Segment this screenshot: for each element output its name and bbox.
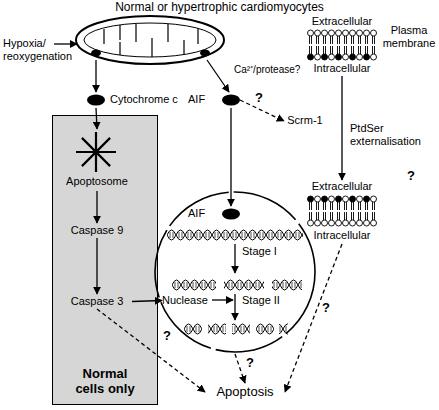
edge-label: ? <box>255 90 269 105</box>
mechanism-label: Ca²⁺/protease? <box>234 64 324 76</box>
node-text: Extracellular <box>297 180 387 193</box>
node-text: Normal cells only <box>67 366 143 396</box>
pathway-arrow <box>96 191 97 223</box>
inner-membrane <box>84 23 216 57</box>
pathway-arrow <box>132 301 162 302</box>
enzyme-label: Caspase 3 <box>62 294 132 309</box>
node-text: Extracellular <box>304 15 380 28</box>
node-text: Nuclease <box>162 294 212 307</box>
dna-stage1 <box>172 279 302 291</box>
dna-fragment <box>224 279 264 291</box>
pathway-arrow <box>96 238 97 294</box>
lipid-bilayer-fill <box>307 195 377 227</box>
node-text: AIF <box>188 93 220 106</box>
node-text: Stage I <box>242 245 302 258</box>
membrane-panel: ExtracellularIntracellularPlasma membran… <box>296 14 436 76</box>
cristae <box>104 24 198 57</box>
enzyme-label: Nuclease <box>162 293 212 308</box>
protein-label: Scrm-1 <box>284 113 326 129</box>
dna-fragment <box>279 323 288 335</box>
protein-dot <box>222 209 240 220</box>
node-text: Cytochrome c <box>110 93 181 106</box>
nuclease-arrow <box>212 299 233 300</box>
stimulus-arrow <box>54 43 77 44</box>
node-text: Intracellular <box>297 229 387 242</box>
dna-fragment <box>172 279 216 291</box>
group-box: Normal cells only ApoptosomeCaspase 9 Casp… <box>52 115 158 405</box>
dna-fragment <box>232 323 250 335</box>
protein-label: AIF <box>188 92 240 108</box>
mito-dot <box>200 50 210 57</box>
pathway-arrow <box>235 354 245 383</box>
lipid-bilayer <box>307 195 377 227</box>
outcome-label: Apoptosis <box>205 383 285 401</box>
node-text: Intracellular <box>304 62 380 75</box>
pathway-arrow <box>230 108 231 206</box>
node-text: Apoptosis <box>205 384 285 399</box>
edge-label: ? <box>163 328 177 343</box>
outer-membrane <box>76 16 224 64</box>
dna-stage2 <box>184 323 288 335</box>
nucleus-outline <box>153 190 317 354</box>
question-mark: ? <box>404 168 418 183</box>
node-text: Stage II <box>242 294 302 307</box>
enzyme-label: Caspase 9 <box>62 223 132 238</box>
node-text: Plasma membrane <box>382 24 436 50</box>
dna-helix <box>167 229 303 241</box>
edge-label: ? <box>246 355 260 370</box>
dna-intact <box>167 229 303 241</box>
release-arrow <box>95 60 96 92</box>
node-text: Caspase 3 <box>62 295 132 308</box>
apoptosome-symbol <box>76 132 116 172</box>
nucleus-circle: Stage I Stage II AIF Nuclease <box>153 190 317 354</box>
lipid-bilayer <box>307 29 377 61</box>
protein-label: Cytochrome c <box>86 92 181 108</box>
mito-dot <box>91 50 101 57</box>
stage-arrow <box>234 244 235 273</box>
node-text: Apoptosome <box>57 175 137 188</box>
nuclear-envelope <box>155 192 315 352</box>
pathway-arrow <box>97 309 205 392</box>
stage-arrow <box>234 294 235 320</box>
node-text: AIF <box>188 207 220 220</box>
membrane-panel: ExtracellularIntracellular <box>297 180 387 244</box>
dna-fragment <box>208 323 226 335</box>
pathway-arrow <box>96 108 97 129</box>
pathway-arrow <box>341 76 342 180</box>
protein-dot <box>222 95 240 106</box>
stimulus-label: Hypoxia/ reoxygenation <box>3 37 77 63</box>
lipid-bilayer-fill <box>307 29 377 61</box>
protein-label: AIF <box>188 206 240 222</box>
node-text: Caspase 9 <box>62 224 132 237</box>
mitochondrion <box>76 16 224 64</box>
diagram-title: Normal or hypertrophic cardiomyocytes <box>0 1 439 14</box>
release-arrow <box>207 60 229 92</box>
node-text: Scrm-1 <box>284 114 326 127</box>
complex-label: Apoptosome <box>57 129 137 191</box>
edge-label: PtdSer externalisation <box>350 122 432 148</box>
edge-label: ? <box>322 300 336 315</box>
protein-dot <box>87 95 105 106</box>
dna-fragment <box>184 323 202 335</box>
dna-fragment <box>272 279 302 291</box>
dna-fragment <box>256 323 274 335</box>
pathway-arrow <box>285 244 342 392</box>
